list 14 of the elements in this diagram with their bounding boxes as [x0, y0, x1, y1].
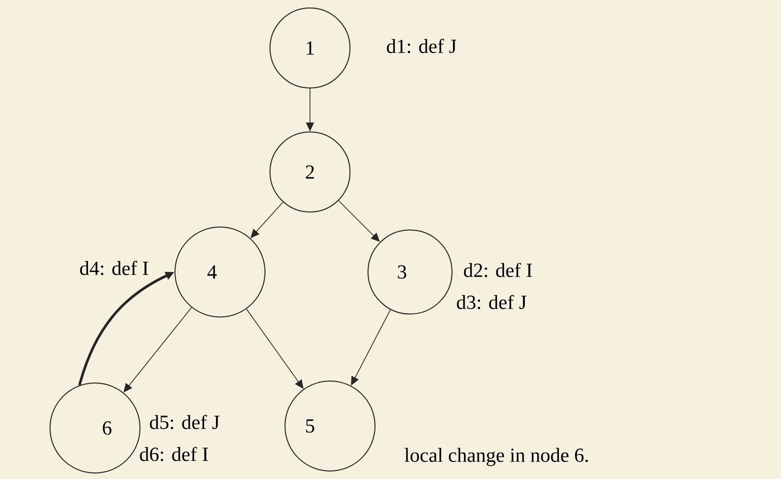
- circle-node: 3: [368, 230, 452, 314]
- circle-node: 1: [270, 8, 350, 88]
- definition-label: d6: def I: [140, 446, 208, 462]
- definition-label: d1: def J: [386, 38, 456, 54]
- definition-label: d3: def J: [456, 294, 526, 310]
- definition-label: d4: def I: [80, 260, 148, 276]
- circle-node: 4: [174, 226, 266, 318]
- circle-node: 6: [50, 382, 140, 474]
- circle-node: 5: [284, 380, 376, 472]
- arrow: [338, 200, 380, 242]
- circle-node: 2: [270, 132, 350, 212]
- definition-label: d5: def J: [150, 414, 220, 430]
- caption: local change in node 6.: [404, 448, 588, 466]
- definition-label: d2: def I: [464, 262, 532, 278]
